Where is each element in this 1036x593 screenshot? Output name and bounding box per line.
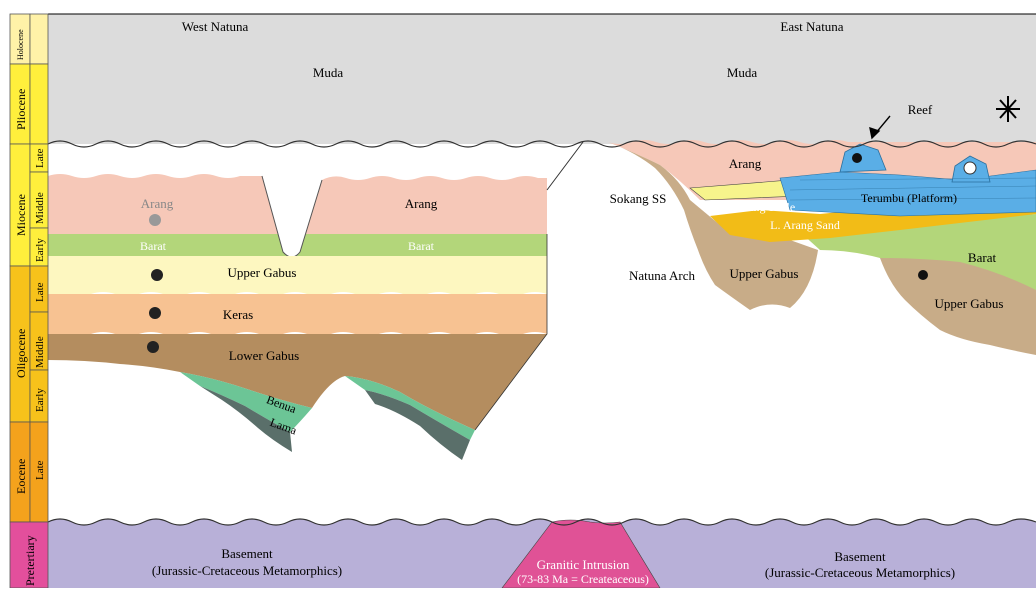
pretertiary-label: Pretertiary [23, 535, 37, 586]
arang-west-label: Arang [405, 196, 438, 211]
miocene-early-label: Early [34, 238, 46, 262]
oligocene-late-label: Late [34, 282, 46, 302]
well-icon [852, 153, 862, 163]
eocene-label: Eocene [14, 459, 28, 494]
arang-west-faded-label: Arang [141, 196, 174, 211]
granite-subtitle: (73-83 Ma = Createaceous) [517, 572, 649, 586]
basement-west-subtitle: (Jurassic-Cretaceous Metamorphics) [152, 563, 342, 578]
barat-west-label-2: Barat [408, 239, 435, 253]
barat-west-label-1: Barat [140, 239, 167, 253]
oil-icon [918, 270, 928, 280]
keras-label: Keras [223, 307, 253, 322]
l-arang-shale-label: L. Arang Shale [723, 200, 795, 214]
eocene-late-label: Late [34, 460, 46, 480]
basement-west-title: Basement [221, 546, 273, 561]
barat-east-label: Barat [968, 250, 997, 265]
oligocene-middle-label: Middle [34, 336, 46, 368]
basement-east-subtitle: (Jurassic-Cretaceous Metamorphics) [765, 565, 955, 580]
reef-label: Reef [908, 102, 933, 117]
miocene-late-label: Late [34, 148, 46, 168]
time-scale: Holocene Pliocene Miocene Oligocene Eoce… [10, 14, 48, 588]
muda-west-label: Muda [313, 65, 344, 80]
upper-gabus-west-label: Upper Gabus [228, 265, 297, 280]
east-natuna-title: East Natuna [780, 19, 843, 34]
sokang-label: Sokang SS [610, 191, 667, 206]
upper-gabus-east-label: Upper Gabus [935, 296, 1004, 311]
basement-east-title: Basement [834, 549, 886, 564]
pliocene-sub [30, 64, 48, 144]
natuna-arch-label: Natuna Arch [629, 268, 696, 283]
miocene-middle-label: Middle [34, 192, 46, 224]
muda-east-label: Muda [727, 65, 758, 80]
lower-gabus-label: Lower Gabus [229, 348, 299, 363]
holocene-sub [30, 14, 48, 64]
upper-gabus-arch-label: Upper Gabus [730, 266, 799, 281]
oligocene-early-label: Early [34, 388, 46, 412]
major-fault [547, 142, 583, 190]
pliocene-label: Pliocene [14, 89, 28, 130]
granite-title: Granitic Intrusion [537, 557, 630, 572]
l-arang-sand-label: L. Arang Sand [770, 218, 840, 232]
west-natuna-title: West Natuna [182, 19, 249, 34]
oligocene-label: Oligocene [14, 329, 28, 378]
gas-icon [964, 162, 976, 174]
holocene-label: Holocene [16, 29, 25, 60]
miocene-label: Miocene [14, 194, 28, 236]
upper-gabus-west-unit [48, 256, 547, 296]
terumbu-label: Terumbu (Platform) [861, 191, 957, 205]
keras-unit [48, 294, 547, 336]
arang-east-label: Arang [729, 156, 762, 171]
